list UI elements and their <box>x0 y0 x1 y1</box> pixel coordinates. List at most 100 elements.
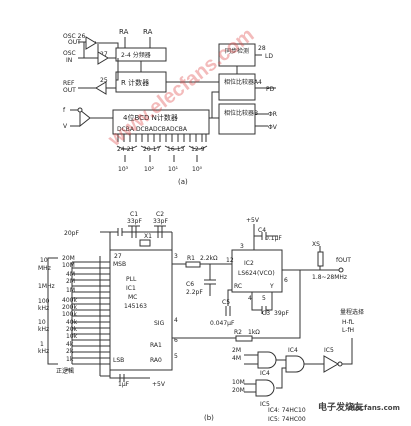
ic1-pin3: 3 <box>174 253 178 260</box>
c7-label: 1μF <box>118 381 130 388</box>
diagram-a: OSC 26 OUT OSC IN 27 REF OUT 25 f V RA R… <box>63 28 278 186</box>
unit-6: kHz <box>38 326 49 333</box>
gate-g3-label: IC4 <box>288 347 298 354</box>
ic2-part2: (VCO) <box>257 270 275 277</box>
ic1-lsb: LSB <box>113 357 124 364</box>
gate-nand <box>255 379 275 397</box>
ic1-pin4: 4 <box>174 317 178 324</box>
ic1-pin6: 6 <box>174 337 178 344</box>
ic1-msb: MSB <box>113 261 126 268</box>
gate-wires <box>244 338 353 393</box>
unit-7: 1 <box>40 341 44 348</box>
c6-value: 2.2pF <box>186 289 203 296</box>
phir-label: ΦR <box>268 111 277 118</box>
group-3: 16-13 <box>167 146 185 153</box>
pin-25: 25 <box>100 77 108 84</box>
phase-b-block <box>218 103 256 135</box>
lock-detect-label: 同步检测 <box>225 47 249 55</box>
caption-b: (b) <box>204 414 214 422</box>
range-sel-title: 量程选择 <box>340 308 364 316</box>
bcd-input-lines <box>72 261 110 365</box>
r1-wires <box>172 263 232 280</box>
group-4: 12-9 <box>191 146 205 153</box>
phase-a-label: 相位比较器A <box>224 78 259 86</box>
ic1-block <box>109 249 173 371</box>
freq-2: 4M <box>66 271 75 278</box>
unit-4: kHz <box>38 305 49 312</box>
osc-buffer <box>85 36 97 50</box>
fout-range: 1.8~28MHz <box>312 274 347 281</box>
phiv-label: ΦV <box>268 124 278 131</box>
watermark-corner-cn: 电子发烧友 <box>318 401 363 413</box>
crystal-x1 <box>139 239 151 247</box>
ic2-y: Y <box>269 283 274 290</box>
c1-label: C1 <box>130 211 138 218</box>
gate-ic4-a <box>257 351 277 369</box>
ic2-part: LS624 <box>238 270 257 277</box>
freq-8: 40k <box>66 319 78 326</box>
osc-in-sub: IN <box>66 57 72 64</box>
legend-ic5: IC5: 74HC00 <box>268 416 306 423</box>
r-counter-wires <box>116 58 142 81</box>
r2-value: 1kΩ <box>248 329 260 336</box>
c6-cap <box>204 279 216 296</box>
n-counter-label: 4位BCD N计数器 <box>123 113 178 122</box>
unit-8: kHz <box>38 348 49 355</box>
phase-b-wires <box>212 113 268 127</box>
xs-label: XS <box>312 241 320 248</box>
fv-node <box>77 107 83 113</box>
vcc1-wires <box>253 224 278 250</box>
ic2-pin12: 12 <box>226 257 234 264</box>
legend-ic4: IC4: 74HC10 <box>268 407 306 414</box>
freq-10: 10k <box>66 333 78 340</box>
freq-12: 2k <box>66 348 74 355</box>
bcd-input-bus <box>71 256 101 376</box>
freq-9: 20k <box>66 326 78 333</box>
osc-out-sub: OUT <box>68 39 81 46</box>
unit-3: 100 <box>38 298 50 305</box>
r1-resistor <box>185 261 201 268</box>
ic1-ra1: RA1 <box>150 342 162 349</box>
vi-label: V <box>63 123 68 130</box>
c-left-cap <box>117 228 123 236</box>
ic1-pin5: 5 <box>174 353 178 360</box>
decade-1: 10³ <box>118 166 129 173</box>
gate-g5-label: IC5 <box>324 347 334 354</box>
osc-in-label: OSC <box>63 50 76 57</box>
ic1-pin27: 27 <box>114 253 122 260</box>
c4-label: C4 <box>258 227 266 234</box>
xs-resistor <box>317 251 324 267</box>
range-sel-h: H-fL <box>342 319 355 326</box>
c4-value: 0.1μF <box>265 235 282 242</box>
ic2-pin5: 5 <box>262 295 266 302</box>
bottom-wires <box>100 370 150 382</box>
gate-ic5-bubble <box>337 361 343 367</box>
ic2-pin3: 3 <box>240 243 244 250</box>
fout-label: fOUT <box>336 257 351 264</box>
gate-g2-label: IC4 <box>260 370 270 377</box>
ic1-ra0: RA0 <box>150 357 162 364</box>
vcc1-label: +5V <box>246 217 260 224</box>
c6-label: C6 <box>186 281 194 288</box>
n-counter-block <box>112 109 210 135</box>
freq-13: 1k <box>66 356 74 363</box>
ic1-pll: PLL <box>126 276 137 283</box>
caption-a: (a) <box>178 178 188 186</box>
freq-7: 100k <box>62 311 77 318</box>
pin-27: 27 <box>100 51 108 58</box>
ref-label: REF <box>63 80 75 87</box>
diagram-b: C1 33pF C2 33pF 20pF X1 MSB PLL IC1 MC 1… <box>38 211 364 423</box>
c-left-value: 20pF <box>64 230 79 237</box>
unit-0: 10 <box>40 257 48 264</box>
gate-nand-label: IC5 <box>260 401 270 408</box>
output-terminal <box>338 267 344 273</box>
r2-label: R2 <box>234 329 242 336</box>
vcc2-label: +5V <box>152 381 166 388</box>
freq-0: 20M <box>62 255 75 262</box>
ra0-label: RA <box>143 28 153 36</box>
decade-2: 10² <box>144 166 155 173</box>
unit-2: 1MHz <box>38 283 55 290</box>
c2-value: 33pF <box>153 218 168 225</box>
